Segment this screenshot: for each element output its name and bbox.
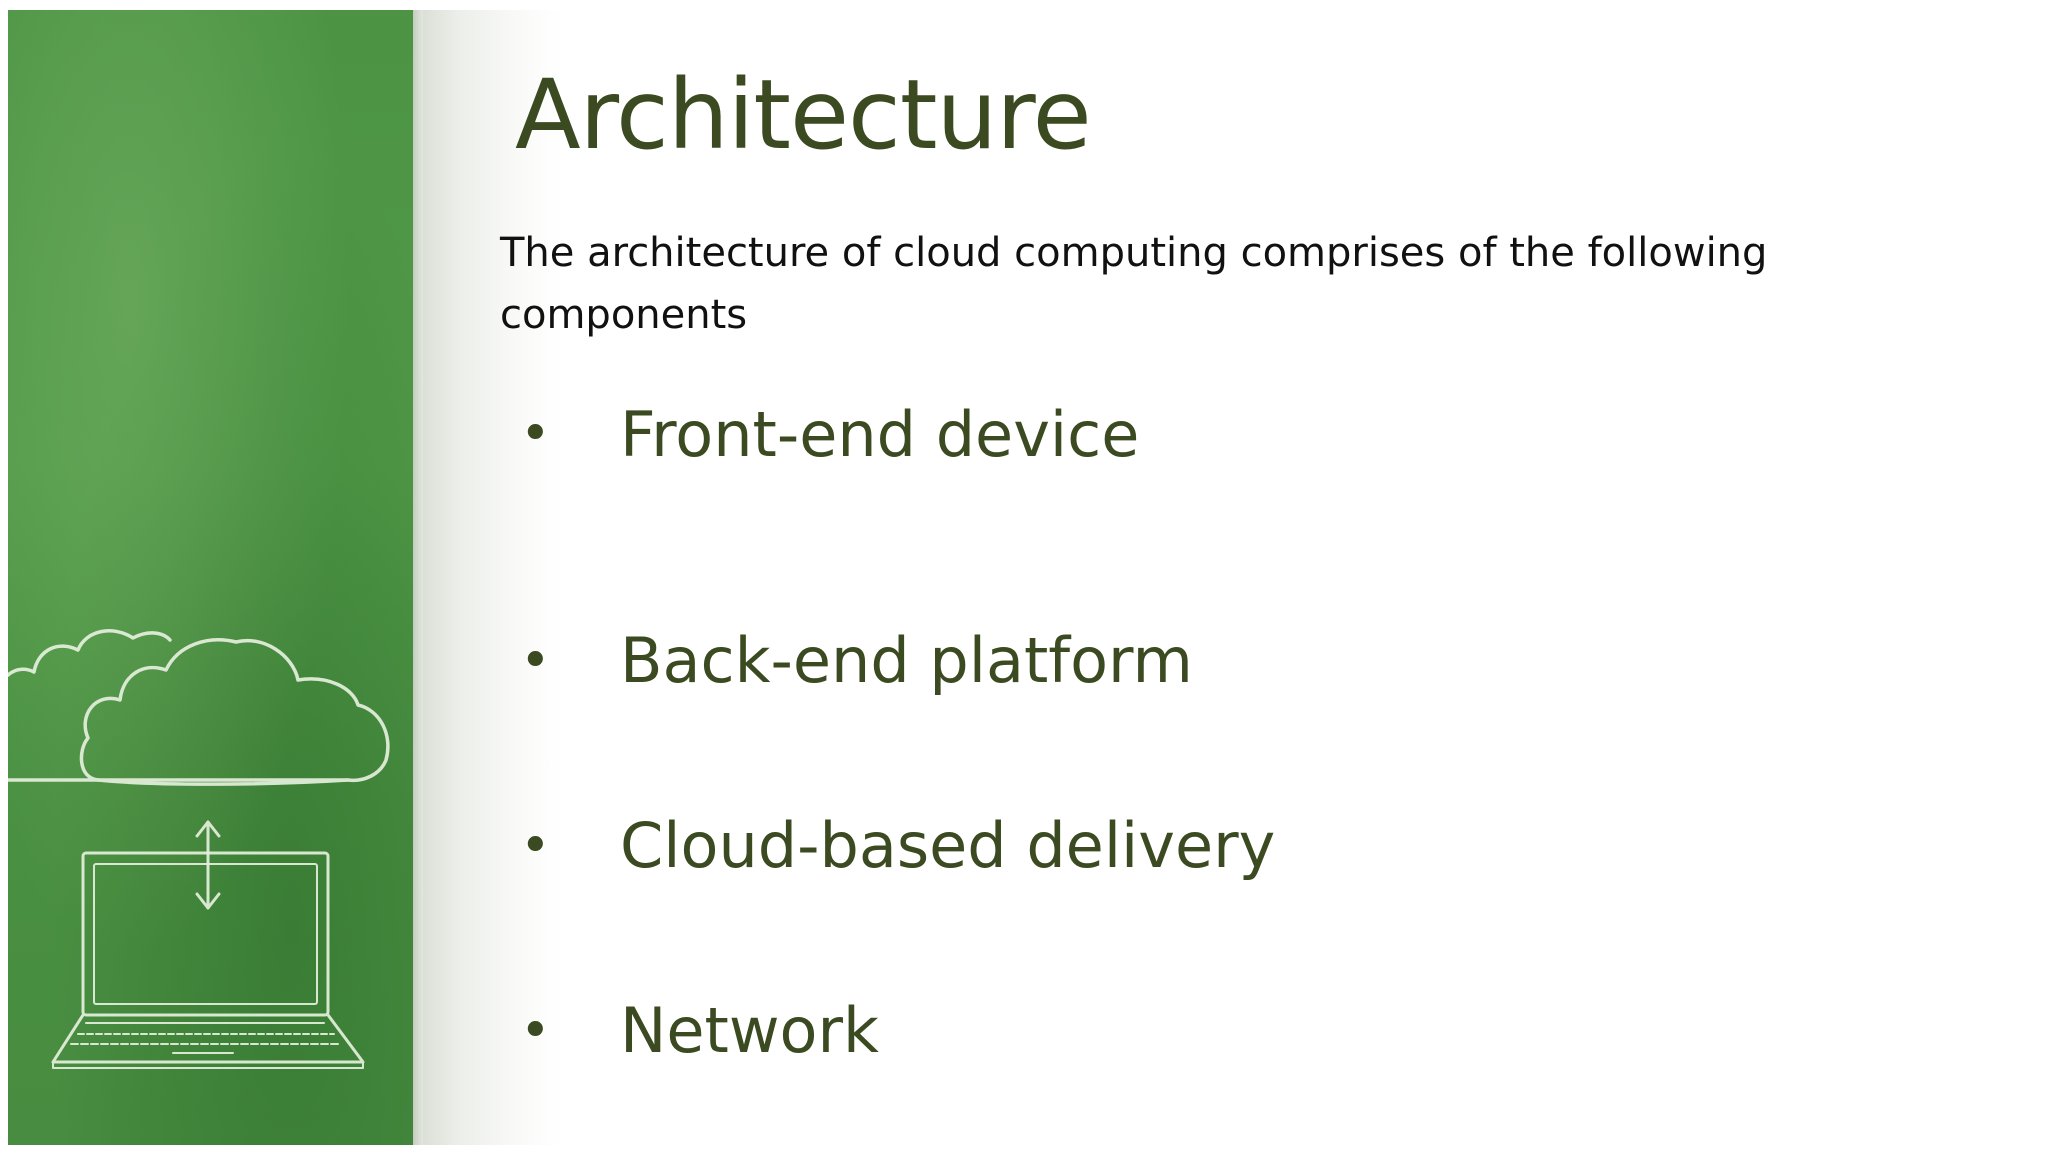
slide-title: Architecture: [515, 59, 1092, 171]
bullet-icon: •: [520, 815, 551, 876]
bullet-item-network: • Network: [520, 938, 1275, 1123]
intro-text: The architecture of cloud computing comp…: [500, 230, 1768, 338]
panel-edge-line: [413, 10, 423, 1145]
bullet-item-front-end-device: • Front-end device: [520, 383, 1275, 485]
decorative-green-panel: [8, 10, 413, 1145]
bullet-item-back-end-platform: • Back-end platform: [520, 568, 1275, 753]
bullet-icon: •: [520, 630, 551, 691]
bullet-item-cloud-based-delivery: • Cloud-based delivery: [520, 753, 1275, 938]
laptop-icon: [51, 851, 365, 1069]
bullet-label: Cloud-based delivery: [620, 809, 1276, 882]
bullet-label: Back-end platform: [620, 624, 1193, 697]
cloud-icon: [8, 629, 390, 786]
bullet-list: • Front-end device • Back-end platform •…: [520, 383, 1275, 1123]
bullet-icon: •: [520, 1000, 551, 1061]
bullet-label: Front-end device: [620, 397, 1140, 471]
bullet-label: Network: [620, 994, 879, 1067]
bullet-icon: •: [520, 404, 551, 464]
chalk-illustration: [8, 629, 390, 1069]
panel-edge-shadow: [413, 10, 563, 1145]
